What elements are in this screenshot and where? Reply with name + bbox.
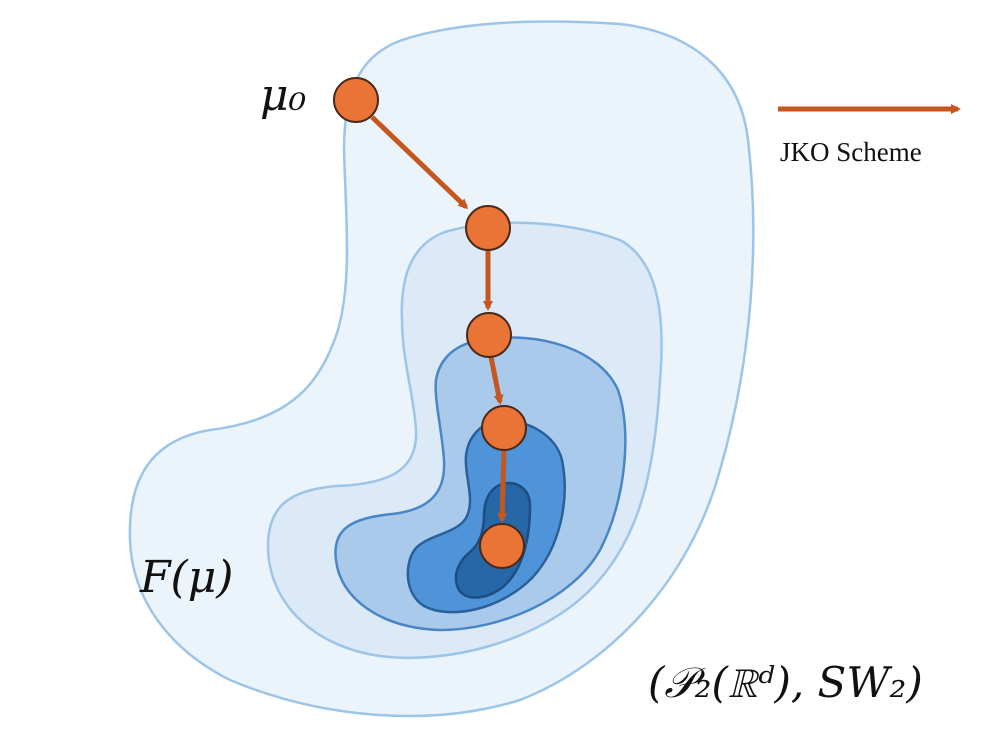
node-mu2 <box>466 312 512 358</box>
node-mu0 <box>333 77 379 123</box>
step-arrow-0-1 <box>370 115 469 210</box>
node-mu4 <box>479 523 525 569</box>
jko-iterates <box>333 77 527 569</box>
jko-trajectory <box>370 115 508 523</box>
label-space: (𝒫₂(ℝᵈ), SW₂) <box>648 658 923 707</box>
step-arrow-2-3 <box>488 356 504 405</box>
node-mu3 <box>481 405 527 451</box>
legend-label: JKO Scheme <box>780 137 922 167</box>
node-mu1 <box>465 205 511 251</box>
label-mu0: μ₀ <box>260 70 307 121</box>
label-functional: F(μ) <box>139 552 233 603</box>
step-arrow-3-4 <box>497 450 508 523</box>
legend: JKO Scheme <box>778 104 961 167</box>
